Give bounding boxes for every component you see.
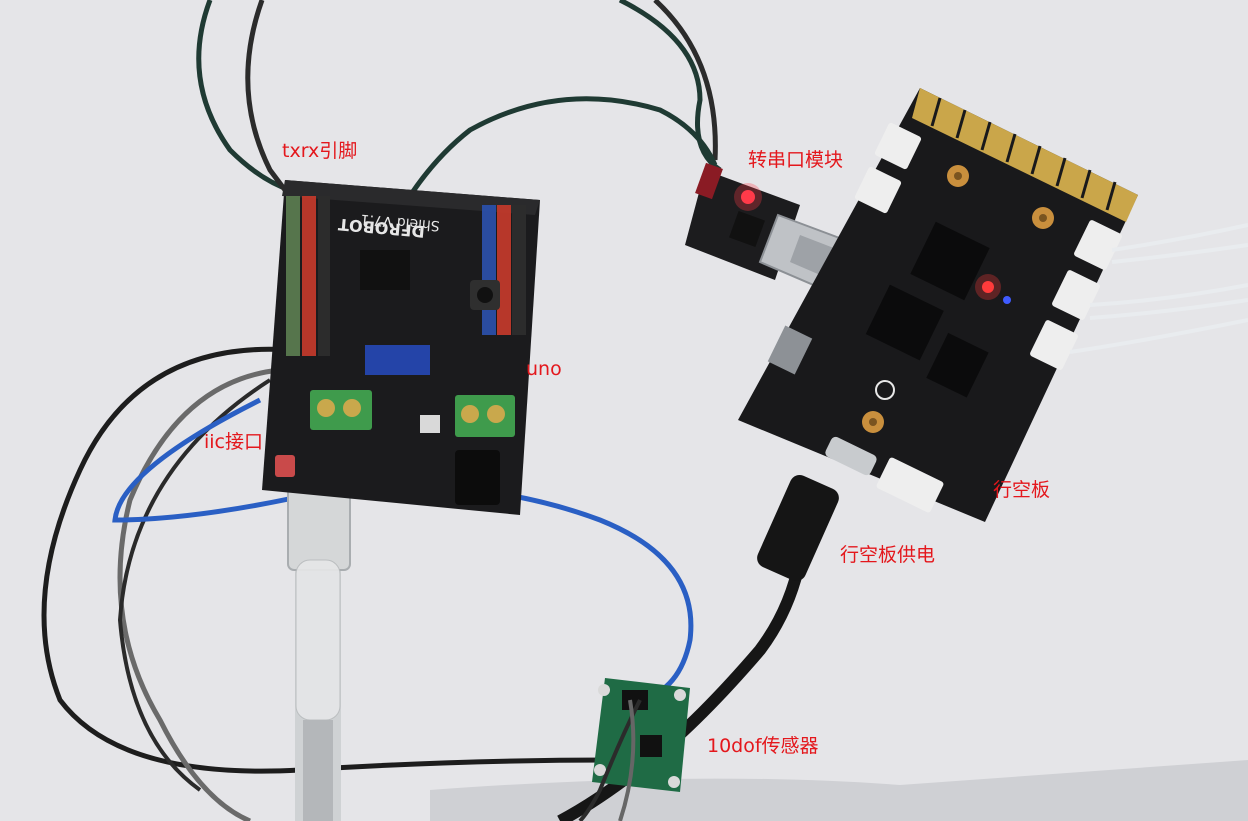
wire-black-top <box>245 0 287 192</box>
shield-name-text: Shield V7.1 <box>360 211 440 234</box>
usb-c-plug <box>757 474 839 582</box>
unihiker-board <box>738 88 1138 522</box>
arduino-shield: Shield V7.1 DFROBOT <box>262 180 540 515</box>
label-serial-module: 转串口模块 <box>748 149 844 171</box>
white-cables <box>1069 223 1248 354</box>
wire-black-serial <box>653 0 718 161</box>
wire-green-serial <box>618 0 722 173</box>
label-txrx-pins: txrx引脚 <box>282 140 358 162</box>
sensor-board <box>592 678 690 792</box>
label-sensor: 10dof传感器 <box>707 735 819 757</box>
label-uno: uno <box>526 358 562 380</box>
wire-dark-loop <box>117 378 272 792</box>
cable-power <box>557 558 806 821</box>
label-board: 行空板 <box>993 479 1051 501</box>
wire-black-loop <box>41 346 611 774</box>
wire-green-top <box>196 0 291 193</box>
label-board-power: 行空板供电 <box>840 544 936 566</box>
cloth <box>430 760 1248 821</box>
usb-b-strain-relief <box>295 559 341 721</box>
label-iic-port: iic接口 <box>204 431 264 453</box>
wire-grey-loop <box>117 367 281 821</box>
